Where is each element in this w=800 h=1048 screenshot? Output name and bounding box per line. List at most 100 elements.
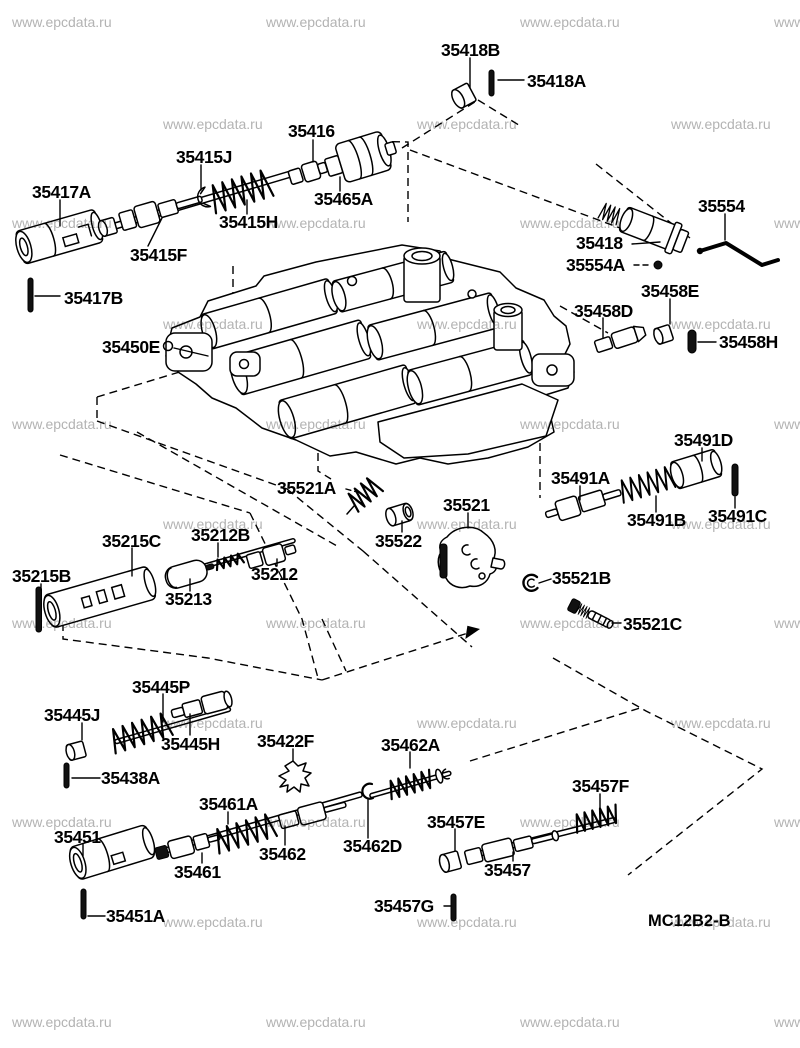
part-label: 35418A (527, 71, 587, 91)
part-35462d-circlip (361, 782, 375, 800)
part-35451-sleeve (68, 824, 156, 880)
part-35438a-pin (63, 762, 70, 789)
part-label: 35417B (64, 288, 123, 308)
body-ear (229, 351, 261, 377)
part-35450e-hole (162, 340, 174, 352)
part-label: 35554 (698, 196, 745, 216)
part-label: 35445J (44, 705, 100, 725)
part-35521-cam (437, 526, 506, 589)
watermark (773, 215, 800, 231)
part-35462a-spring (369, 768, 452, 801)
part-35458h-pin (687, 329, 697, 354)
part-label: 35461 (174, 862, 221, 882)
part-35554a-ball (653, 260, 663, 270)
part-label: 35451 (54, 827, 101, 847)
watermark (265, 14, 366, 30)
part-label: 35415J (176, 147, 232, 167)
part-label: 35462 (259, 844, 306, 864)
part-35457e-cup (438, 850, 463, 873)
part-35465a-drum (324, 131, 397, 183)
part-label: 35445H (161, 734, 220, 754)
part-35458d-valve (593, 325, 647, 353)
part-35418-accumulator (597, 201, 690, 255)
part-35416-valve (287, 160, 329, 185)
watermark (265, 215, 366, 231)
part-label: 35415H (219, 212, 278, 232)
watermark (11, 416, 112, 432)
part-label: 35418 (576, 233, 623, 253)
watermark (265, 1014, 366, 1030)
watermark (265, 416, 366, 432)
exploded-parts (15, 69, 780, 922)
watermark (265, 814, 366, 830)
watermark (416, 516, 517, 532)
part-35422f-clip (278, 760, 312, 793)
part-35445j-cup (65, 740, 87, 762)
part-label: 35457G (374, 896, 434, 916)
part-label: 35521B (552, 568, 611, 588)
watermark (670, 516, 771, 532)
watermark (670, 715, 771, 731)
watermark (773, 1014, 800, 1030)
part-label: 35521C (623, 614, 683, 634)
part-35417b-pin (27, 277, 34, 313)
part-label: 35422F (257, 731, 315, 751)
watermark (416, 116, 517, 132)
watermark (519, 215, 620, 231)
watermark (773, 14, 800, 30)
watermark (519, 1014, 620, 1030)
watermark (519, 615, 620, 631)
body-bore (406, 339, 534, 406)
part-label: 35213 (165, 589, 212, 609)
body-ear (531, 353, 575, 387)
part-35213-tube (164, 559, 208, 589)
valve-body (165, 244, 575, 465)
part-label: 35445P (132, 677, 191, 697)
part-35215c-sleeve (43, 566, 157, 628)
part-35521a-spring (344, 474, 385, 515)
part-label: 35457 (484, 860, 531, 880)
watermark (11, 615, 112, 631)
watermark (670, 116, 771, 132)
part-35451a-pin (80, 888, 87, 920)
watermark (11, 215, 112, 231)
part-label: 35451A (106, 906, 166, 926)
watermark (519, 814, 620, 830)
watermark (11, 14, 112, 30)
watermark (162, 516, 263, 532)
watermark (773, 814, 800, 830)
part-label: 35461A (199, 794, 259, 814)
part-label: 35458H (719, 332, 778, 352)
part-label: 35212 (251, 564, 298, 584)
part-label: 35491A (551, 468, 611, 488)
watermark (416, 715, 517, 731)
part-label: 35450E (102, 337, 160, 357)
part-35491c-pin (731, 463, 739, 497)
part-35415f-valve (118, 195, 203, 231)
part-label: 35418B (441, 40, 500, 60)
part-35212b-spring (205, 551, 246, 572)
watermark (519, 416, 620, 432)
part-35554-rod (696, 241, 780, 267)
part-label: 35521A (277, 478, 337, 498)
part-35491-train (544, 448, 723, 522)
part-label: 35215B (12, 566, 71, 586)
part-label: 35462A (381, 735, 441, 755)
part-35521b-circlip (522, 573, 539, 592)
part-label: 35465A (314, 189, 374, 209)
watermark (670, 914, 771, 930)
watermark (162, 116, 263, 132)
part-35418b-cup (451, 82, 477, 109)
watermark (519, 14, 620, 30)
part-35445h-valve (170, 690, 233, 719)
watermark (11, 1014, 112, 1030)
part-35461-valve (154, 832, 221, 860)
part-label: 35458D (574, 301, 633, 321)
watermark (416, 316, 517, 332)
leader-lines (34, 57, 736, 917)
assembly-arrow (465, 625, 480, 640)
part-label: 35462D (343, 836, 402, 856)
part-label: 35491D (674, 430, 733, 450)
